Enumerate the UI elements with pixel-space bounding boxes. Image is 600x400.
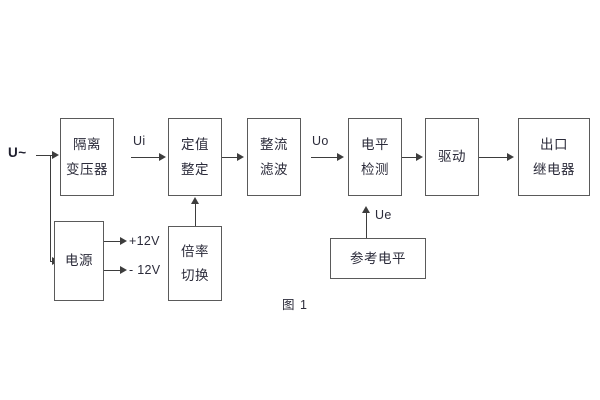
block-line: 检测 (361, 161, 389, 177)
block-drive[interactable]: 驱动 (425, 118, 479, 196)
block-line: 出口 (540, 137, 568, 152)
block-level-detect[interactable]: 电平 检测 (348, 118, 402, 196)
wire-rectify-to-level-detect (311, 157, 339, 158)
block-line: 切换 (181, 268, 209, 283)
signal-label-ue: Ue (375, 208, 392, 222)
arrow-into-transformer (52, 151, 59, 159)
rail-label-negative: - 12V (129, 263, 161, 277)
block-isolation-transformer[interactable]: 隔离 变压器 (60, 118, 114, 196)
figure-caption: 图 1 (282, 298, 308, 312)
block-line: 滤波 (260, 161, 288, 177)
signal-label-uo: Uo (312, 134, 329, 148)
arrow-into-rectify-filter (237, 153, 244, 161)
arrow-into-drive (416, 153, 423, 161)
arrow-rail-positive (120, 237, 127, 245)
block-line: 驱动 (438, 149, 466, 165)
block-line: 继电器 (533, 161, 575, 177)
wire-drive-to-output-relay (479, 157, 509, 158)
block-line: 电平 (361, 137, 389, 152)
arrow-into-setting-from-multiplier (191, 197, 199, 204)
block-line: 变压器 (66, 161, 108, 177)
block-line: 整流 (260, 137, 288, 152)
block-reference-level[interactable]: 参考电平 (330, 238, 426, 279)
rail-label-positive: +12V (129, 234, 160, 248)
block-line: 参考电平 (350, 250, 406, 266)
block-rectify-filter[interactable]: 整流 滤波 (247, 118, 301, 196)
signal-label-ui: Ui (133, 134, 146, 148)
wire-level-detect-to-drive (402, 157, 418, 158)
arrow-into-setting-adjust (159, 153, 166, 161)
arrow-into-output-relay (507, 153, 514, 161)
block-line: 隔离 (73, 137, 101, 152)
block-line: 电源 (65, 253, 93, 269)
block-output-relay[interactable]: 出口 继电器 (518, 118, 590, 196)
wire-multiplier-to-setting (195, 203, 196, 226)
input-stub-wire (36, 155, 50, 156)
wire-rail-positive (104, 241, 122, 242)
input-branch-riser (50, 155, 51, 261)
block-multiplier-switch[interactable]: 倍率 切换 (168, 226, 222, 301)
input-source-label: U~ (8, 145, 27, 160)
block-line: 定值 (181, 137, 209, 152)
wire-reference-to-level-detect (366, 212, 367, 238)
block-setting-adjust[interactable]: 定值 整定 (168, 118, 222, 196)
arrow-into-level-detect (337, 153, 344, 161)
wire-rail-negative (104, 270, 122, 271)
arrow-into-level-detect-from-reference (362, 206, 370, 213)
arrow-rail-negative (120, 266, 127, 274)
wire-transformer-to-setting (131, 157, 161, 158)
block-line: 倍率 (181, 243, 209, 259)
wire-setting-to-rectify (222, 157, 238, 158)
block-line: 整定 (181, 161, 209, 177)
block-power-supply[interactable]: 电源 (54, 221, 104, 301)
